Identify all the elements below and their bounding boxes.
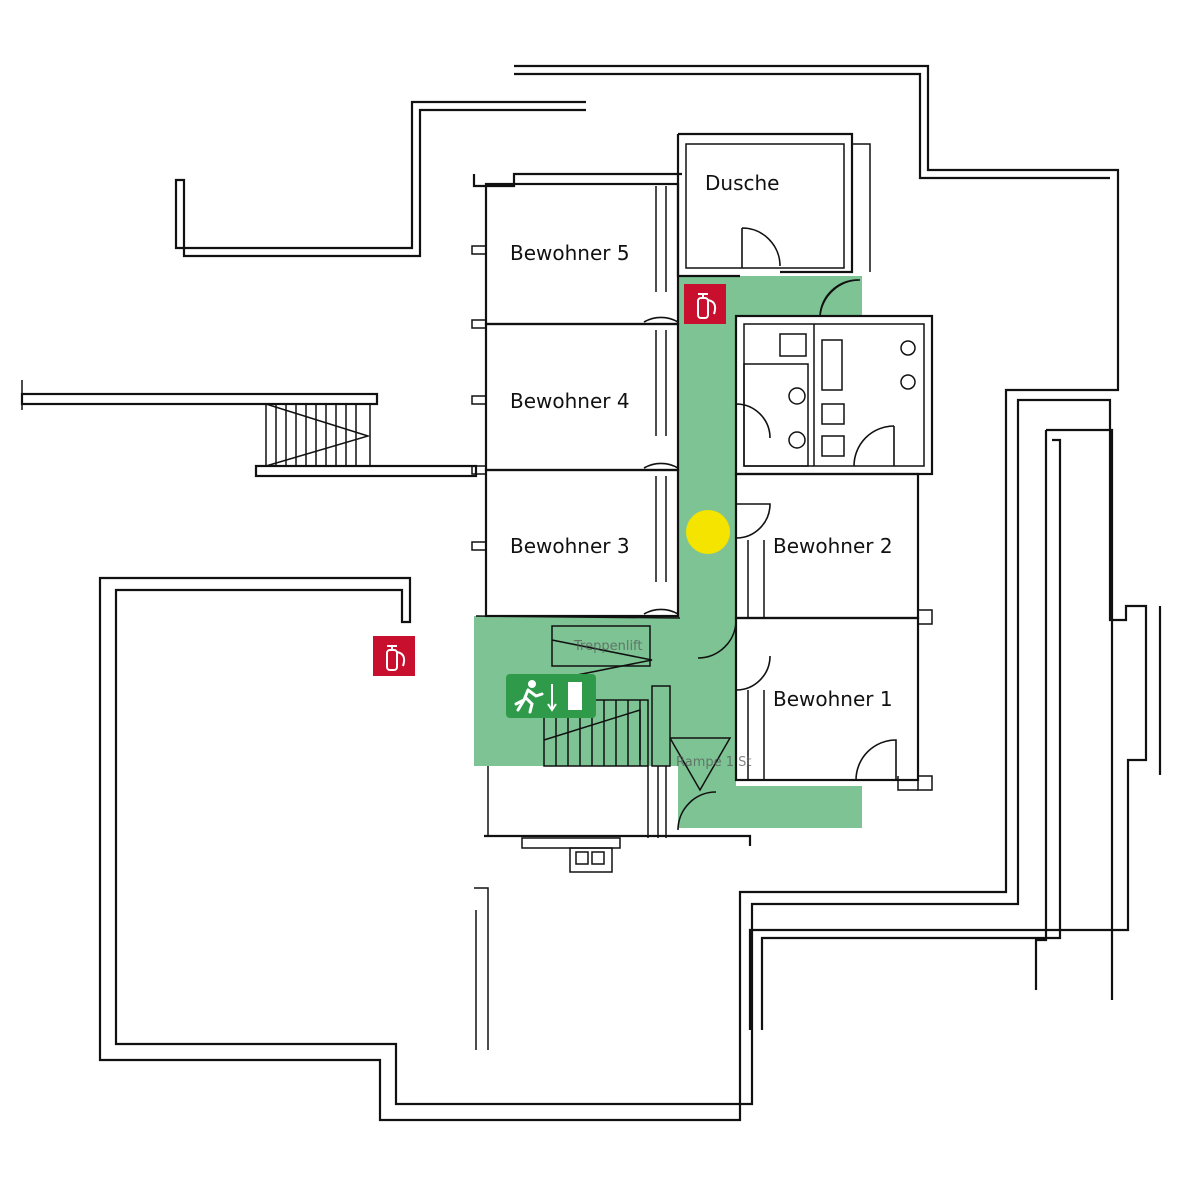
fire-extinguisher-icon — [373, 636, 415, 676]
shower-room-walls — [676, 132, 871, 278]
you-are-here-marker — [686, 510, 730, 554]
fire-extinguisher-icon — [684, 284, 726, 324]
right-rooms-walls — [677, 279, 933, 831]
emergency-exit-icon — [506, 674, 596, 718]
escape-route — [474, 276, 862, 828]
room-label-bewohner-1: Bewohner 1 — [773, 687, 893, 711]
outer-boundary-lines — [98, 64, 1162, 1122]
left-rooms-walls — [471, 172, 682, 618]
ramp-label: Rampe 1 St — [676, 755, 752, 770]
room-label-bewohner-2: Bewohner 2 — [773, 534, 893, 558]
room-label-bewohner-3: Bewohner 3 — [510, 534, 630, 558]
room-label-bewohner-5: Bewohner 5 — [510, 241, 630, 265]
stair-lift-label: Treppenlift — [573, 639, 643, 654]
balcony-stairs — [20, 380, 478, 478]
room-label-dusche: Dusche — [705, 171, 779, 195]
room-label-bewohner-4: Bewohner 4 — [510, 389, 630, 413]
